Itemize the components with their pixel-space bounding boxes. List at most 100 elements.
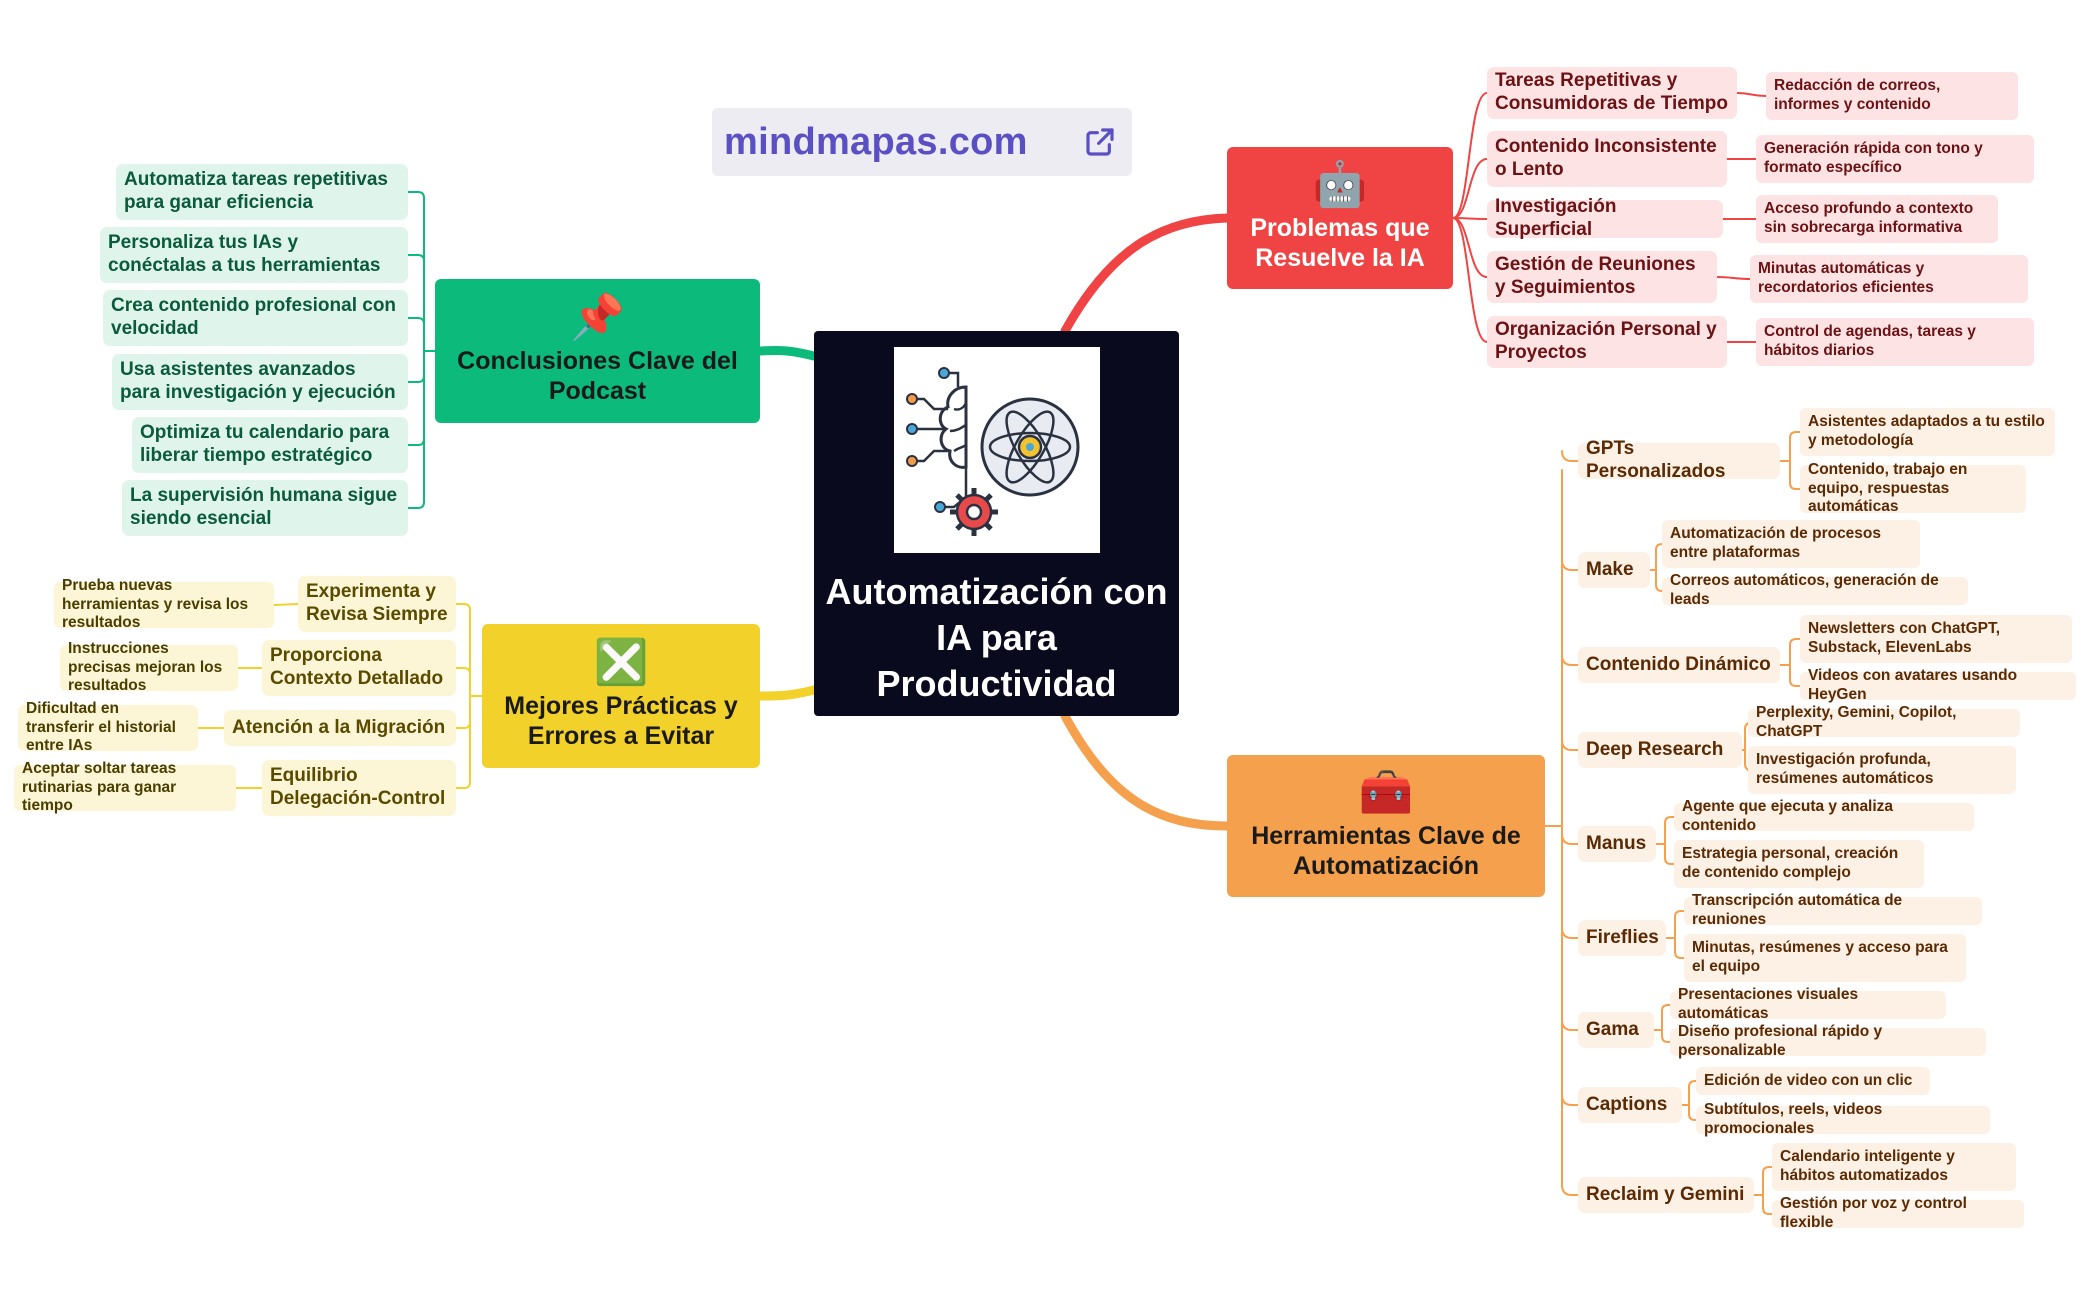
link-conclusion [407, 438, 425, 446]
link-tool [1561, 1019, 1579, 1031]
tool-detail[interactable]: Gestión por voz y control flexible [1772, 1195, 2024, 1231]
link-tool [1561, 450, 1579, 462]
link-practice [455, 721, 471, 729]
tool-item[interactable]: Captions [1578, 1087, 1682, 1123]
link-practice [455, 603, 471, 611]
conclusion-item[interactable]: Crea contenido profesional con velocidad [103, 290, 408, 346]
branch-practices-title: Mejores Prácticas y Errores a Evitar [504, 692, 738, 750]
link-tool-detail [1664, 857, 1675, 865]
practice-detail[interactable]: Aceptar soltar tareas rutinarias para ga… [14, 760, 236, 814]
tool-item[interactable]: Fireflies [1578, 920, 1666, 956]
link-conclusion [407, 254, 425, 262]
link-problem [1452, 158, 1488, 219]
problem-item[interactable]: Investigación Superficial [1487, 196, 1723, 240]
link-problem [1452, 92, 1488, 219]
link-tool-detail [1789, 679, 1801, 687]
link-conclusion [407, 317, 425, 325]
link-center-problems [1060, 213, 1232, 336]
tool-detail[interactable]: Newsletters con ChatGPT, Substack, Eleve… [1800, 615, 2072, 663]
link-tool-detail [1661, 1035, 1671, 1043]
link-tool-detail [1789, 638, 1801, 646]
conclusion-item[interactable]: Optimiza tu calendario para liberar tiem… [132, 417, 408, 473]
tool-detail[interactable]: Presentaciones visuales automáticas [1670, 986, 1946, 1022]
problem-item[interactable]: Tareas Repetitivas y Consumidoras de Tie… [1487, 67, 1737, 119]
link-tool-detail [1789, 482, 1801, 490]
tool-item[interactable]: Contenido Dinámico [1578, 647, 1780, 683]
tool-item[interactable]: Make [1578, 552, 1650, 588]
link-tool-detail [1762, 1166, 1773, 1174]
tool-detail[interactable]: Automatización de procesos entre platafo… [1662, 520, 1920, 568]
link-tool-detail [1674, 951, 1685, 959]
link-conclusion [407, 375, 425, 383]
conclusion-item[interactable]: La supervisión humana sigue siendo esenc… [122, 480, 408, 536]
conclusion-item[interactable]: Personaliza tus IAs y conéctalas a tus h… [100, 227, 408, 283]
problem-item[interactable]: Contenido Inconsistente o Lento [1487, 131, 1727, 187]
link-conclusion [407, 191, 425, 199]
tool-detail[interactable]: Agente que ejecuta y analiza contenido [1674, 798, 1974, 834]
problem-item[interactable]: Gestión de Reuniones y Seguimientos [1487, 251, 1717, 303]
tool-detail[interactable]: Contenido, trabajo en equipo, respuestas… [1800, 461, 2026, 515]
link-tool-detail [1664, 816, 1675, 824]
link-conclusion [407, 501, 425, 509]
tool-detail[interactable]: Minutas, resúmenes y acceso para el equi… [1684, 934, 1966, 982]
problem-item[interactable]: Organización Personal y Proyectos [1487, 316, 1727, 368]
tool-detail[interactable]: Correos automáticos, generación de leads [1662, 572, 1968, 608]
branch-conclusions-title: Conclusiones Clave del Podcast [457, 347, 738, 405]
tool-item[interactable]: Reclaim y Gemini [1578, 1177, 1754, 1213]
practice-detail[interactable]: Instrucciones precisas mejoran los resul… [60, 640, 238, 694]
link-tool [1561, 654, 1579, 666]
practice-detail[interactable]: Dificultad en transferir el historial en… [18, 700, 198, 754]
tool-item[interactable]: GPTs Personalizados [1578, 438, 1780, 482]
link-tool-detail [1674, 910, 1685, 918]
link-tool-detail [1688, 1080, 1697, 1088]
tool-detail[interactable]: Transcripción automática de reuniones [1684, 892, 1982, 928]
problem-detail[interactable]: Generación rápida con tono y formato esp… [1756, 135, 2034, 183]
tool-item[interactable]: Manus [1578, 826, 1656, 862]
tool-detail[interactable]: Calendario inteligente y hábitos automat… [1772, 1143, 2016, 1191]
link-tool [1561, 833, 1579, 845]
link-tool-detail [1661, 1004, 1671, 1012]
branch-conclusions[interactable]: 📌 Conclusiones Clave del Podcast [435, 279, 760, 423]
tool-detail[interactable]: Investigación profunda, resúmenes automá… [1748, 746, 2016, 794]
link-center-practices [755, 685, 819, 701]
pushpin-icon: 📌 [570, 292, 625, 343]
tool-item[interactable]: Deep Research [1578, 732, 1742, 768]
tool-detail[interactable]: Edición de video con un clic [1696, 1067, 1930, 1095]
tool-detail[interactable]: Estrategia personal, creación de conteni… [1674, 840, 1924, 888]
brand-badge[interactable]: mindmapas.com [712, 108, 1132, 176]
practice-item[interactable]: Experimenta y Revisa Siempre [298, 576, 456, 632]
practice-item[interactable]: Atención a la Migración [224, 710, 456, 746]
robot-icon: 🤖 [1312, 159, 1368, 210]
central-topic-title: Automatización con IA para Productividad [825, 571, 1168, 705]
link-problem-detail [1716, 276, 1751, 280]
tool-detail[interactable]: Subtítulos, reels, videos promocionales [1696, 1101, 1990, 1137]
link-problem [1452, 217, 1488, 278]
tool-item[interactable]: Gama [1578, 1012, 1654, 1048]
problem-detail[interactable]: Control de agendas, tareas y hábitos dia… [1756, 318, 2034, 366]
problem-detail[interactable]: Acceso profundo a contexto sin sobrecarg… [1756, 195, 1998, 243]
problem-detail[interactable]: Redacción de correos, informes y conteni… [1766, 72, 2018, 120]
link-tool [1561, 559, 1579, 571]
practice-detail[interactable]: Prueba nuevas herramientas y revisa los … [54, 577, 274, 631]
central-topic[interactable]: Automatización con IA para Productividad [814, 331, 1179, 716]
branch-problems[interactable]: 🤖 Problemas que Resuelve la IA [1227, 147, 1453, 289]
branch-tools[interactable]: 🧰 Herramientas Clave de Automatización [1227, 755, 1545, 897]
tool-detail[interactable]: Asistentes adaptados a tu estilo y metod… [1800, 408, 2055, 456]
tool-detail[interactable]: Videos con avatares usando HeyGen [1800, 667, 2076, 703]
branch-practices[interactable]: ❎ Mejores Prácticas y Errores a Evitar [482, 624, 760, 768]
external-link-icon[interactable] [1084, 126, 1116, 158]
link-tool-detail [1688, 1113, 1697, 1121]
link-tool [1561, 739, 1579, 751]
conclusion-item[interactable]: Automatiza tareas repetitivas para ganar… [116, 164, 408, 220]
problem-detail[interactable]: Minutas automáticas y recordatorios efic… [1750, 255, 2028, 303]
link-tool-detail [1655, 543, 1663, 551]
tool-detail[interactable]: Perplexity, Gemini, Copilot, ChatGPT [1748, 704, 2020, 740]
practice-item[interactable]: Equilibrio Delegación-Control [262, 760, 456, 816]
brand-text[interactable]: mindmapas.com [724, 120, 1028, 163]
ai-brain-atom-gear-icon [893, 347, 1100, 553]
cross-mark-button-icon: ❎ [593, 637, 649, 688]
practice-item[interactable]: Proporciona Contexto Detallado [262, 640, 456, 696]
tool-detail[interactable]: Diseño profesional rápido y personalizab… [1670, 1023, 1986, 1059]
conclusion-item[interactable]: Usa asistentes avanzados para investigac… [112, 354, 408, 410]
